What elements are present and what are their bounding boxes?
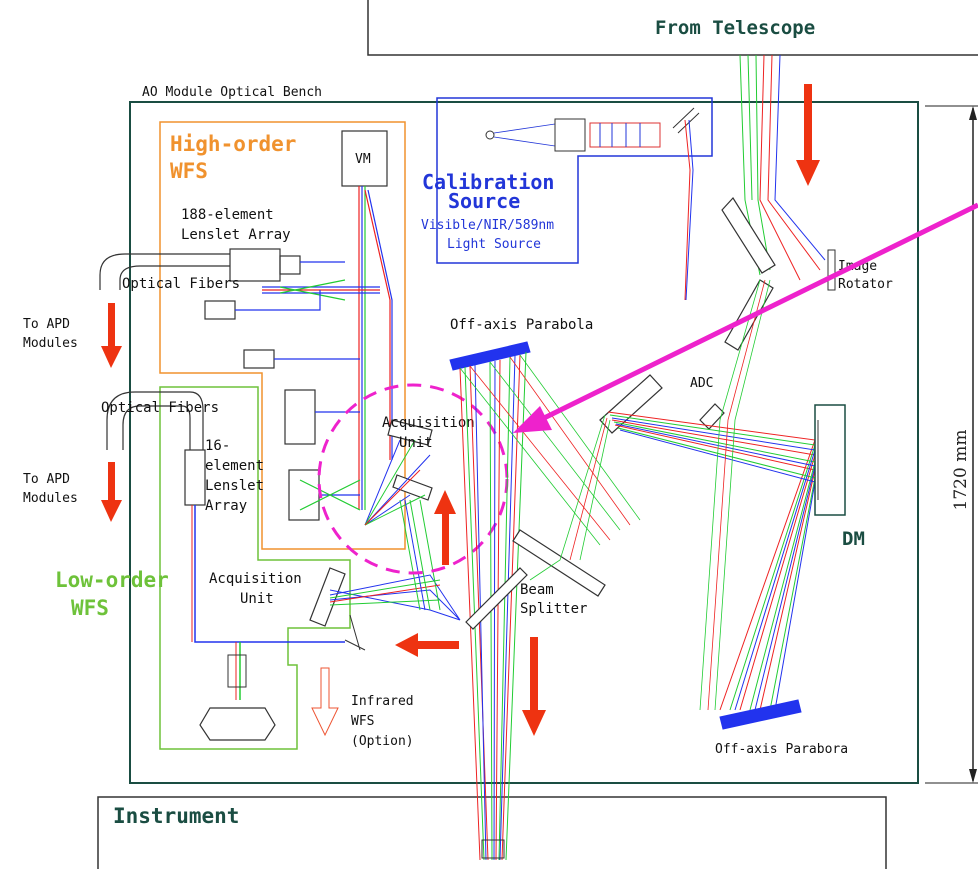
acquisition-unit-lower-label-1: Acquisition — [209, 571, 302, 587]
vm-box: VM — [341, 130, 388, 187]
calibration-source-box: Calibration Source Visible/NIR/589nm Lig… — [421, 97, 713, 301]
acquisition-unit-upper-label-2: Unit — [399, 435, 433, 451]
red-arrow-down-icon — [796, 84, 820, 186]
acquisition-unit-upper-optics — [364, 419, 441, 611]
off-axis-parabora-bottom — [719, 699, 802, 730]
lenslet-188-label-1: 188-element — [181, 207, 274, 223]
low-order-wfs-label-2: WFS — [71, 596, 109, 620]
red-arrow-left-icon — [395, 633, 459, 657]
red-arrow-down-icon — [101, 303, 122, 368]
beam-splitter-label-1: Beam — [520, 582, 554, 598]
adc-label: ADC — [690, 376, 713, 391]
low-order-wfs-enclosure: Low-order WFS — [55, 386, 351, 750]
off-axis-parabola-label: Off-axis Parabola — [450, 317, 593, 333]
from-telescope-label: From Telescope — [655, 17, 815, 39]
image-rotator — [699, 54, 836, 711]
calibration-label-2: Source — [448, 189, 520, 213]
red-arrow-down-icon — [101, 462, 122, 522]
beam-splitter-label-2: Splitter — [520, 601, 587, 617]
instrument-label: Instrument — [113, 804, 239, 828]
infrared-wfs-label-1: Infrared — [351, 694, 414, 709]
red-arrow-up-icon — [434, 490, 456, 565]
to-apd-bottom-label-2: Modules — [23, 491, 78, 506]
optical-fibers-bottom-label: Optical Fibers — [101, 400, 219, 416]
lenslet-16-label-4: Array — [205, 498, 247, 514]
infrared-wfs-label-3: (Option) — [351, 734, 414, 749]
magenta-pointer-arrow-icon — [513, 202, 978, 433]
to-apd-bottom-label-1: To APD — [23, 472, 70, 487]
calibration-label-3: Visible/NIR/589nm — [421, 218, 554, 233]
calibration-label-4: Light Source — [447, 237, 541, 252]
hollow-arrow-down-icon — [311, 667, 339, 737]
image-rotator-label-2: Rotator — [838, 277, 893, 292]
infrared-wfs-label-2: WFS — [351, 714, 374, 729]
telescope-box: From Telescope — [367, 0, 978, 56]
to-apd-top-label-1: To APD — [23, 317, 70, 332]
dm-label: DM — [842, 528, 865, 550]
off-axis-parabora-label: Off-axis Parabora — [715, 742, 848, 757]
beam-splitter — [465, 529, 606, 630]
acquisition-unit-upper-label-1: Acquisition — [382, 415, 475, 431]
high-order-wfs-label-1: High-order — [170, 132, 296, 156]
optical-bench: AO Module Optical Bench — [129, 85, 919, 784]
to-apd-top-label-2: Modules — [23, 336, 78, 351]
high-order-wfs-enclosure: High-order WFS — [159, 121, 406, 550]
calibration-label-1: Calibration — [422, 170, 554, 194]
adc-dm-optics — [529, 374, 846, 711]
high-order-wfs-label-2: WFS — [170, 159, 208, 183]
low-order-wfs-label-1: Low-order — [55, 568, 169, 592]
red-arrow-down-icon — [522, 637, 546, 736]
dimension-marker: 1720 mm — [925, 105, 978, 784]
dimension-label: 1720 mm — [951, 430, 971, 511]
acquisition-unit-lower-optics — [309, 567, 461, 651]
lenslet-16-label-3: Lenslet — [205, 478, 264, 494]
optical-fiber-top — [99, 253, 230, 290]
lenslet-16-assembly — [184, 449, 345, 741]
lenslet-16-label-2: element — [205, 458, 264, 474]
lenslet-16-label-1: 16- — [205, 438, 230, 454]
bench-title: AO Module Optical Bench — [142, 85, 322, 100]
optical-fiber-bottom — [106, 391, 204, 450]
lenslet-188-label-2: Lenslet Array — [181, 227, 291, 243]
optical-fibers-top-label: Optical Fibers — [122, 276, 240, 292]
high-order-optics — [204, 186, 393, 521]
vm-label: VM — [355, 152, 371, 167]
acquisition-unit-lower-label-2: Unit — [240, 591, 274, 607]
